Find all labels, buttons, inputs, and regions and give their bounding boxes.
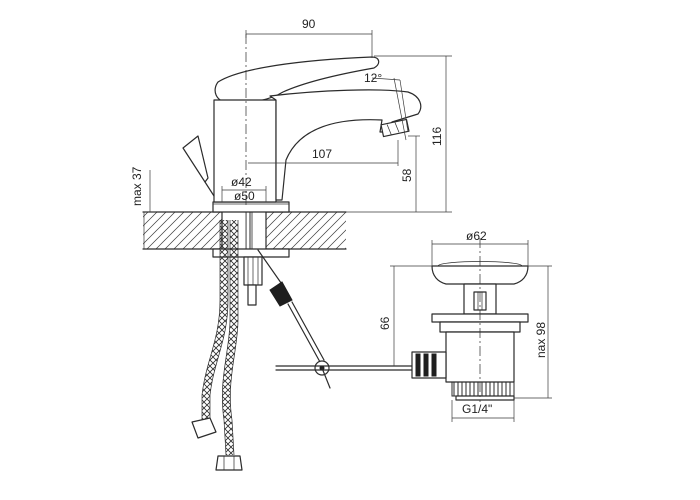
countertop xyxy=(142,211,347,250)
dimension-lines xyxy=(143,30,552,422)
hose-nut-right xyxy=(215,455,243,471)
aerator xyxy=(380,118,410,138)
faucet xyxy=(182,34,422,213)
dim-spout-reach: 107 xyxy=(312,147,332,161)
dim-spout-width: 90 xyxy=(302,17,316,31)
dim-hole-inner: ø42 xyxy=(231,175,252,189)
hose-nut-left xyxy=(191,417,217,439)
popup-knob xyxy=(182,135,209,183)
dim-outlet-height: 58 xyxy=(400,168,414,182)
dim-thread: G1/4" xyxy=(462,402,492,416)
waste-drain xyxy=(411,238,529,402)
mounting-stud xyxy=(247,284,257,306)
dim-spout-angle: 12° xyxy=(364,71,382,85)
spout xyxy=(269,89,422,201)
rod-clip xyxy=(269,281,293,307)
dim-hole-outer: ø50 xyxy=(234,189,255,203)
popup-linkage xyxy=(257,249,413,389)
base-flange xyxy=(212,201,290,213)
hoses xyxy=(191,220,243,471)
mounting xyxy=(212,211,290,306)
dim-total-height: 116 xyxy=(430,127,444,146)
faucet-body xyxy=(213,99,277,203)
dim-waste-dia: ø62 xyxy=(466,229,487,243)
dim-waste-max: nax 98 xyxy=(534,322,548,358)
dim-waste-height: 66 xyxy=(378,316,392,330)
dim-max-deck: max 37 xyxy=(130,166,144,206)
waste-body xyxy=(445,331,515,383)
